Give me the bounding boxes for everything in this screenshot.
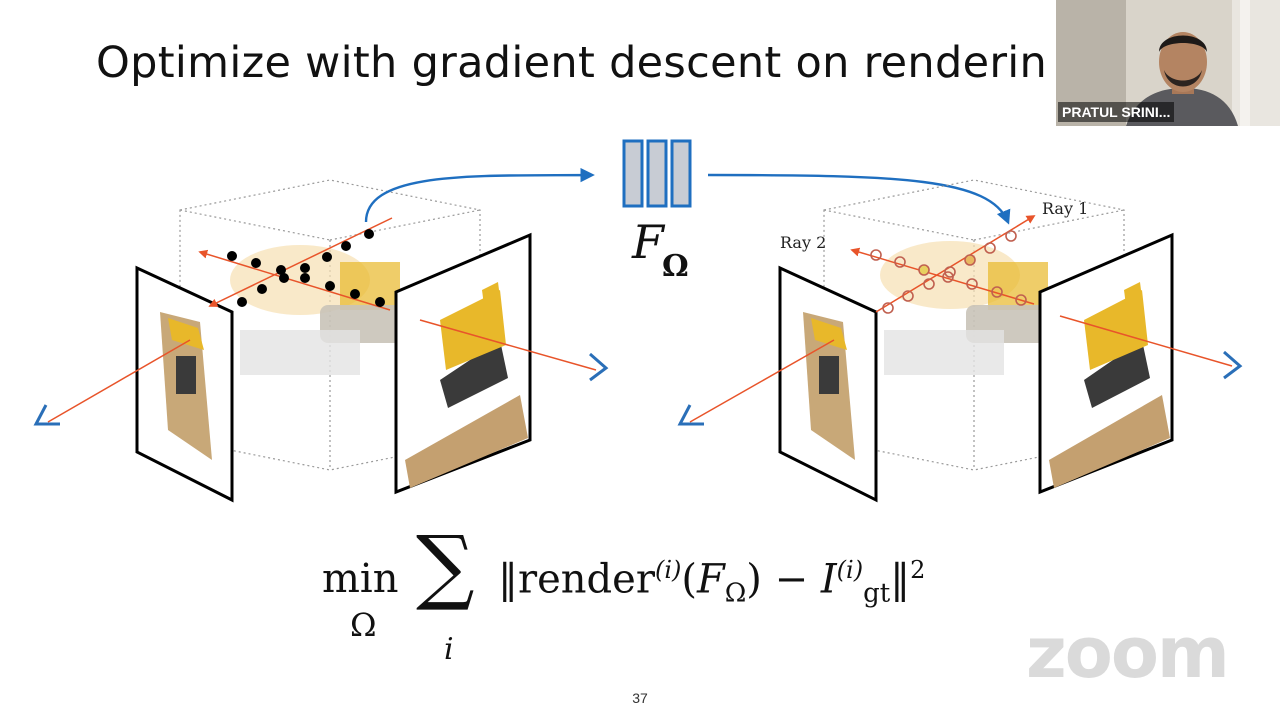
participant-video xyxy=(1056,0,1280,126)
eq-minus: − xyxy=(761,556,821,603)
left-ray-b xyxy=(198,249,391,311)
participant-name: PRATUL SRINI... xyxy=(1058,102,1175,122)
ray-1-label: Ray 1 xyxy=(1042,199,1088,218)
ray-2-label: Ray 2 xyxy=(780,233,826,252)
eq-paren-close: ) xyxy=(746,556,762,603)
eq-norm-close: ‖ xyxy=(890,556,911,603)
eq-render: render xyxy=(518,556,655,603)
left-bulldozer xyxy=(240,262,410,375)
participant-video-tile[interactable]: PRATUL SRINI... xyxy=(1056,0,1280,126)
left-camera-2 xyxy=(589,352,609,382)
eq-sum-symbol: ∑ xyxy=(416,519,475,614)
zoom-watermark: zoom xyxy=(1026,612,1230,694)
right-bulldozer xyxy=(884,262,1056,375)
right-camera-2 xyxy=(1223,350,1243,380)
eq-body: ‖render(i)(FΩ) − I(i)gt‖2 xyxy=(498,556,925,608)
eq-square: 2 xyxy=(910,556,926,584)
eq-image-superscript: (i) xyxy=(836,556,864,584)
arrow-from-network xyxy=(707,173,1011,225)
eq-min: min xyxy=(322,556,399,602)
eq-image: I xyxy=(820,556,837,603)
loss-equation: min Ω ∑ i ‖render(i)(FΩ) − I(i)gt‖2 xyxy=(322,526,1022,670)
right-scene: Ray 1 Ray 2 xyxy=(677,179,1243,503)
network-label: F xyxy=(631,215,666,269)
eq-paren-open: ( xyxy=(681,556,697,603)
left-camera-ray-1 xyxy=(47,339,191,423)
eq-render-superscript: (i) xyxy=(654,556,682,584)
eq-f-subscript: Ω xyxy=(724,578,747,609)
left-sample-points xyxy=(227,229,385,307)
right-camera-ray-1 xyxy=(689,339,835,423)
left-camera-1 xyxy=(33,404,60,426)
page-number: 37 xyxy=(632,690,648,706)
eq-f: F xyxy=(696,556,725,603)
right-camera-1 xyxy=(677,404,704,426)
eq-min-subscript: Ω xyxy=(350,606,377,644)
network-icon xyxy=(622,139,692,208)
left-scene xyxy=(33,179,609,503)
left-camera-ray-2 xyxy=(419,319,597,371)
left-ray-a xyxy=(208,217,393,307)
right-density-glow xyxy=(880,241,1020,309)
right-sample-points xyxy=(870,230,1027,314)
eq-norm-open: ‖ xyxy=(498,556,518,603)
eq-image-subscript: gt xyxy=(863,578,891,609)
left-image-plane-2 xyxy=(394,232,532,495)
network-label-subscript: Ω xyxy=(662,249,689,284)
right-image-plane-2 xyxy=(1038,232,1174,495)
eq-sum-index: i xyxy=(444,632,454,667)
right-image-plane-1 xyxy=(778,265,878,503)
right-camera-ray-2 xyxy=(1059,315,1233,367)
arrow-to-network xyxy=(364,167,595,223)
slide-title: Optimize with gradient descent on render… xyxy=(96,38,1048,88)
left-density-glow xyxy=(230,245,370,315)
